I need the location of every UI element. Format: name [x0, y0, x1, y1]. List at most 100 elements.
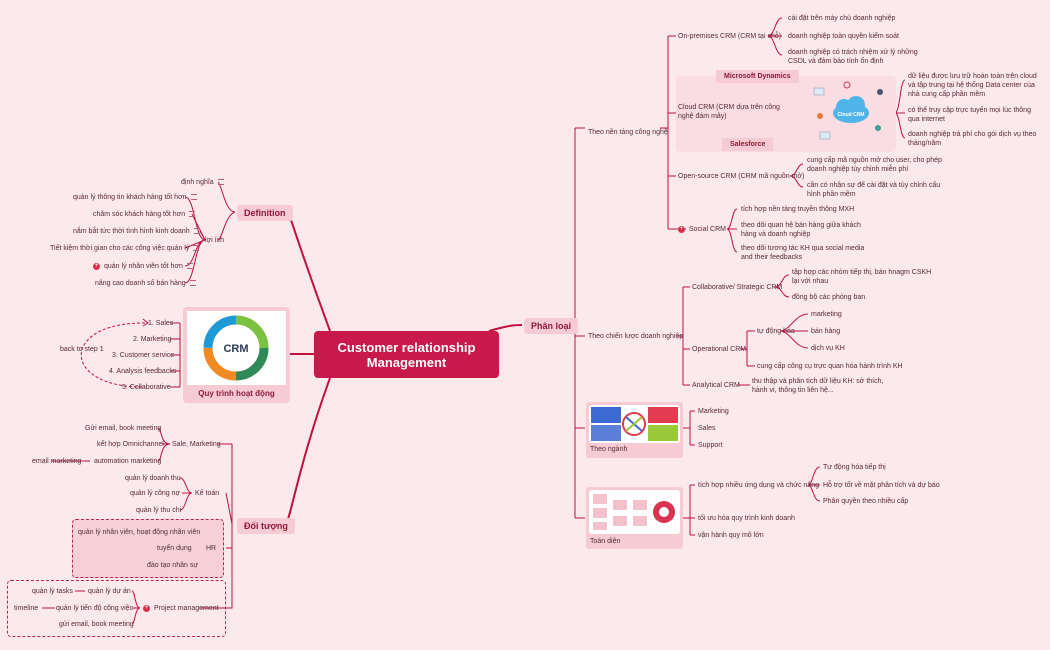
- process-step[interactable]: 2. Marketing: [133, 336, 172, 343]
- leaf-item[interactable]: quản lý tasks: [32, 588, 73, 595]
- integrate-node[interactable]: tích hợp nhiều ứng dụng và chức năng: [698, 482, 819, 489]
- note-icon: [217, 179, 224, 186]
- back-to-step-label: back to step 1: [60, 346, 104, 353]
- hr-node[interactable]: HR: [206, 545, 217, 552]
- leaf-item[interactable]: theo dõi quan hệ bán hàng giữa khách hàn…: [741, 222, 861, 238]
- leaf-item[interactable]: cung cấp mã nguồn mở cho user, cho phép …: [807, 157, 942, 173]
- leaf-item[interactable]: doanh nghiệp có trách nhiệm xử lý những …: [788, 49, 918, 65]
- leaf-item[interactable]: Support: [698, 442, 723, 449]
- sales-marketing-node[interactable]: Sale, Marketing: [172, 441, 221, 448]
- leaf-item[interactable]: automation marketing: [94, 458, 162, 465]
- leaf-item[interactable]: email marketing: [32, 458, 82, 465]
- crm-center-label: CRM: [223, 343, 248, 355]
- leaf-item[interactable]: quản lý công nợ: [130, 490, 181, 497]
- leaf-item[interactable]: gửi email, book meeting: [59, 621, 134, 628]
- leaf-item[interactable]: Hỗ trợ tốt về mặt phân tích và dự báo: [823, 482, 940, 489]
- note-icon: [189, 280, 196, 287]
- cloud-node[interactable]: Cloud CRM (CRM dựa trên công nghệ đám mâ…: [678, 104, 780, 120]
- leaf-item[interactable]: kết hợp Omnichannel: [97, 441, 164, 448]
- note-icon: [193, 245, 200, 252]
- leaf-item[interactable]: quản lý tiến độ công việc: [56, 605, 134, 612]
- pm-group: [7, 580, 226, 637]
- leaf-item[interactable]: tích hợp nền tảng truyền thông MXH: [741, 206, 855, 213]
- leaf-item[interactable]: timeline: [14, 605, 39, 612]
- classification-node[interactable]: Phân loại: [524, 318, 579, 334]
- leaf-item[interactable]: có thể truy cập trực tuyến mọi lúc thông…: [908, 107, 1031, 123]
- leaf-item[interactable]: Phân quyền theo nhiều cấp: [823, 498, 909, 505]
- leaf-item[interactable]: quản lý dự án: [88, 588, 131, 595]
- leaf-item[interactable]: cài đặt trên máy chủ doanh nghiệp: [788, 15, 896, 22]
- analytical-node[interactable]: Analytical CRM: [692, 382, 740, 389]
- leaf-item[interactable]: thu thập và phân tích dữ liệu KH: sở thí…: [752, 378, 884, 394]
- leaf-item[interactable]: Gửi email, book meeting: [85, 425, 162, 432]
- definition-node[interactable]: Definition: [237, 205, 293, 221]
- onprem-node[interactable]: On-premises CRM (CRM tại chỗ): [678, 33, 782, 40]
- benefit-item[interactable]: +quản lý nhân viên tốt hơn: [93, 262, 193, 271]
- strategy-node[interactable]: Theo chiến lược doanh nghiệp: [588, 333, 684, 340]
- warning-icon: +: [678, 225, 685, 233]
- social-node[interactable]: +Social CRM: [678, 225, 726, 233]
- leaf-item[interactable]: tập hợp các nhóm tiếp thị, bán hnagm CSK…: [792, 269, 932, 285]
- collaborative-node[interactable]: Collaborative/ Strategic CRM: [692, 284, 783, 291]
- leaf-item[interactable]: tuyển dụng: [157, 545, 192, 552]
- opensource-node[interactable]: Open-source CRM (CRM mã nguồn mở): [678, 173, 805, 180]
- industry-diagram-image: [589, 405, 680, 443]
- root-topic[interactable]: Customer relationship Management: [314, 331, 499, 378]
- microsoft-dynamics-badge[interactable]: Microsoft Dynamics: [716, 70, 799, 83]
- leaf-item[interactable]: quản lý nhân viên, hoạt động nhân viên: [78, 529, 201, 536]
- benefits-node[interactable]: lợi ích: [205, 237, 224, 244]
- target-node[interactable]: Đối tượng: [237, 518, 295, 534]
- leaf-item[interactable]: dịch vụ KH: [811, 345, 845, 352]
- note-icon: [193, 228, 200, 235]
- leaf-item[interactable]: theo dõi tương tác KH qua social media a…: [741, 245, 865, 261]
- benefit-item[interactable]: quản lý thông tin khách hàng tốt hơn: [73, 193, 197, 202]
- pm-node[interactable]: +Project management: [143, 604, 219, 612]
- leaf-item[interactable]: quản lý thu chi: [136, 507, 182, 514]
- warning-icon: +: [93, 262, 100, 270]
- process-label: Quy trình hoạt động: [198, 389, 275, 398]
- comprehensive-node[interactable]: Toàn diện: [586, 487, 683, 549]
- leaf-item[interactable]: cần có nhân sự để cài đặt và tùy chỉnh c…: [807, 182, 941, 198]
- process-node[interactable]: CRM Quy trình hoạt động: [183, 307, 290, 403]
- benefit-item[interactable]: Tiết kiệm thời gian cho các công việc qu…: [50, 244, 200, 253]
- platform-node[interactable]: Theo nền tảng công nghệ: [588, 129, 668, 136]
- leaf-item[interactable]: đồng bộ các phòng ban: [792, 294, 866, 301]
- comprehensive-label: Toàn diện: [590, 538, 621, 545]
- process-step[interactable]: 4. Analysis feedbacks: [109, 368, 177, 375]
- leaf-item[interactable]: cung cấp công cụ trực quan hóa hành trìn…: [757, 363, 903, 370]
- cloud-center-label: Cloud CRM: [838, 112, 865, 118]
- process-step[interactable]: 3. Customer service: [112, 352, 175, 359]
- benefit-item[interactable]: nâng cao doanh số bán hàng: [95, 279, 196, 288]
- definition-item[interactable]: định nghĩa: [181, 178, 224, 187]
- leaf-item[interactable]: tối ưu hóa quy trình kinh doanh: [698, 515, 795, 522]
- benefit-item[interactable]: chăm sóc khách hàng tốt hơn: [93, 210, 196, 219]
- leaf-item[interactable]: marketing: [811, 311, 842, 318]
- leaf-item[interactable]: bán hàng: [811, 328, 841, 335]
- industry-label: Theo ngành: [590, 446, 628, 453]
- automation-node[interactable]: tự động hóa: [757, 328, 795, 335]
- note-icon: [190, 194, 197, 201]
- industry-node[interactable]: Theo ngành: [586, 402, 683, 458]
- leaf-item[interactable]: Tự động hóa tiếp thị: [823, 464, 886, 471]
- benefit-item[interactable]: nắm bắt tức thời tình hình kinh doanh: [73, 227, 200, 236]
- process-step[interactable]: 1. Sales: [148, 320, 174, 327]
- note-icon: [189, 211, 196, 218]
- leaf-item[interactable]: doanh nghiệp trả phí cho gói dịch vụ the…: [908, 131, 1037, 147]
- hr-group: [72, 519, 224, 578]
- process-step[interactable]: 5. Collaborative: [122, 384, 171, 391]
- leaf-item[interactable]: đào tạo nhân sự: [147, 562, 199, 569]
- cloud-illustration: Cloud CRM: [810, 80, 893, 144]
- operational-node[interactable]: Operational CRM: [692, 346, 747, 353]
- leaf-item[interactable]: quản lý doanh thu: [125, 475, 181, 482]
- leaf-item[interactable]: dữ liệu được lưu trữ hoàn toàn trên clou…: [908, 73, 1037, 98]
- leaf-item[interactable]: Sales: [698, 425, 716, 432]
- crm-wheel-image: CRM: [187, 311, 286, 385]
- salesforce-badge[interactable]: Salesforce: [722, 138, 774, 151]
- note-icon: [186, 263, 193, 270]
- comprehensive-diagram-image: [589, 490, 680, 534]
- leaf-item[interactable]: doanh nghiệp toàn quyền kiểm soát: [788, 33, 899, 40]
- leaf-item[interactable]: Marketing: [698, 408, 729, 415]
- accounting-node[interactable]: Kế toán: [195, 490, 220, 497]
- leaf-item[interactable]: vận hành quy mô lớn: [698, 532, 764, 539]
